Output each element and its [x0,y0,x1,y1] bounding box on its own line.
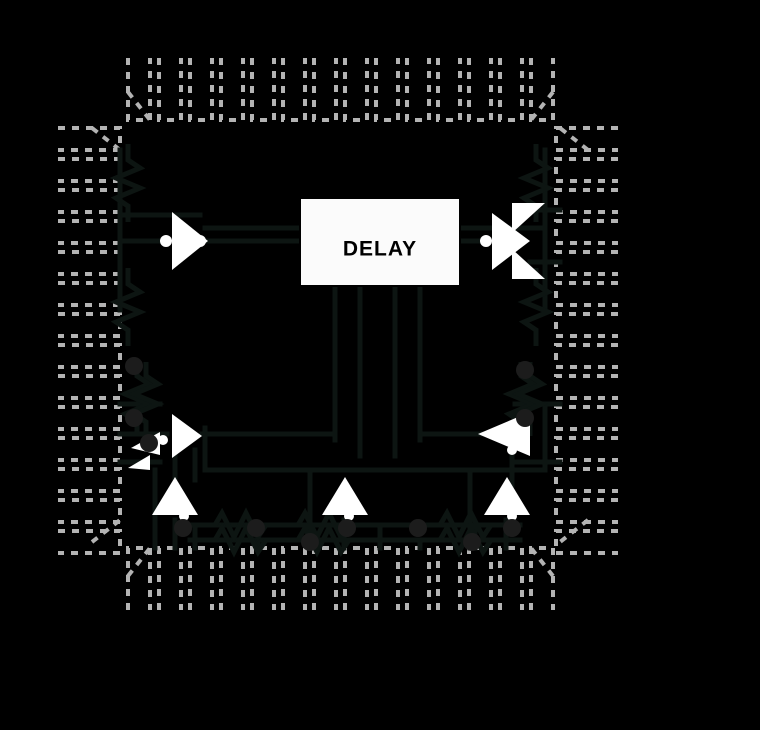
buffer-right-top-lower [512,249,545,279]
buffer-symbols [128,203,545,521]
junction-dot [409,519,427,537]
wire-net [117,147,563,551]
junction-dots [125,357,534,551]
buffer-right-top-upper [512,203,545,233]
bubble-out-left-top [194,235,206,247]
junction-dot [301,533,319,551]
junction-dot [463,533,481,551]
bubble-bottom-mid [344,511,354,521]
package-corner-chamfers [90,90,590,578]
bubble-out-right-middle [507,445,517,455]
buffer-right-middle [478,412,530,456]
buffer-left-middle [172,414,202,458]
buffer-bottom-right [484,477,530,515]
bubble-bottom-right [507,511,517,521]
delay-block-label: DELAY [343,238,417,261]
bubble-bottom-left [179,511,189,521]
bubble-out-right-top [510,235,522,247]
buffer-bottom-left [152,477,198,515]
delay-block[interactable]: DELAY [299,197,461,287]
junction-dot [516,409,534,427]
buffer-left-middle-aux2 [128,455,150,470]
buffer-left-top [172,212,208,270]
delay-block-body[interactable] [299,197,461,287]
junction-dot [338,519,356,537]
junction-dot [516,361,534,379]
buffer-bottom-mid [322,477,368,515]
junction-dot [247,519,265,537]
bubble-in-left-top [160,235,172,247]
junction-dot [174,519,192,537]
junction-dot [503,519,521,537]
junction-dot [125,357,143,375]
junction-dot [140,434,158,452]
bubble-in-right-top [480,235,492,247]
junction-dot [125,409,143,427]
bubble-in-left-middle [158,435,168,445]
